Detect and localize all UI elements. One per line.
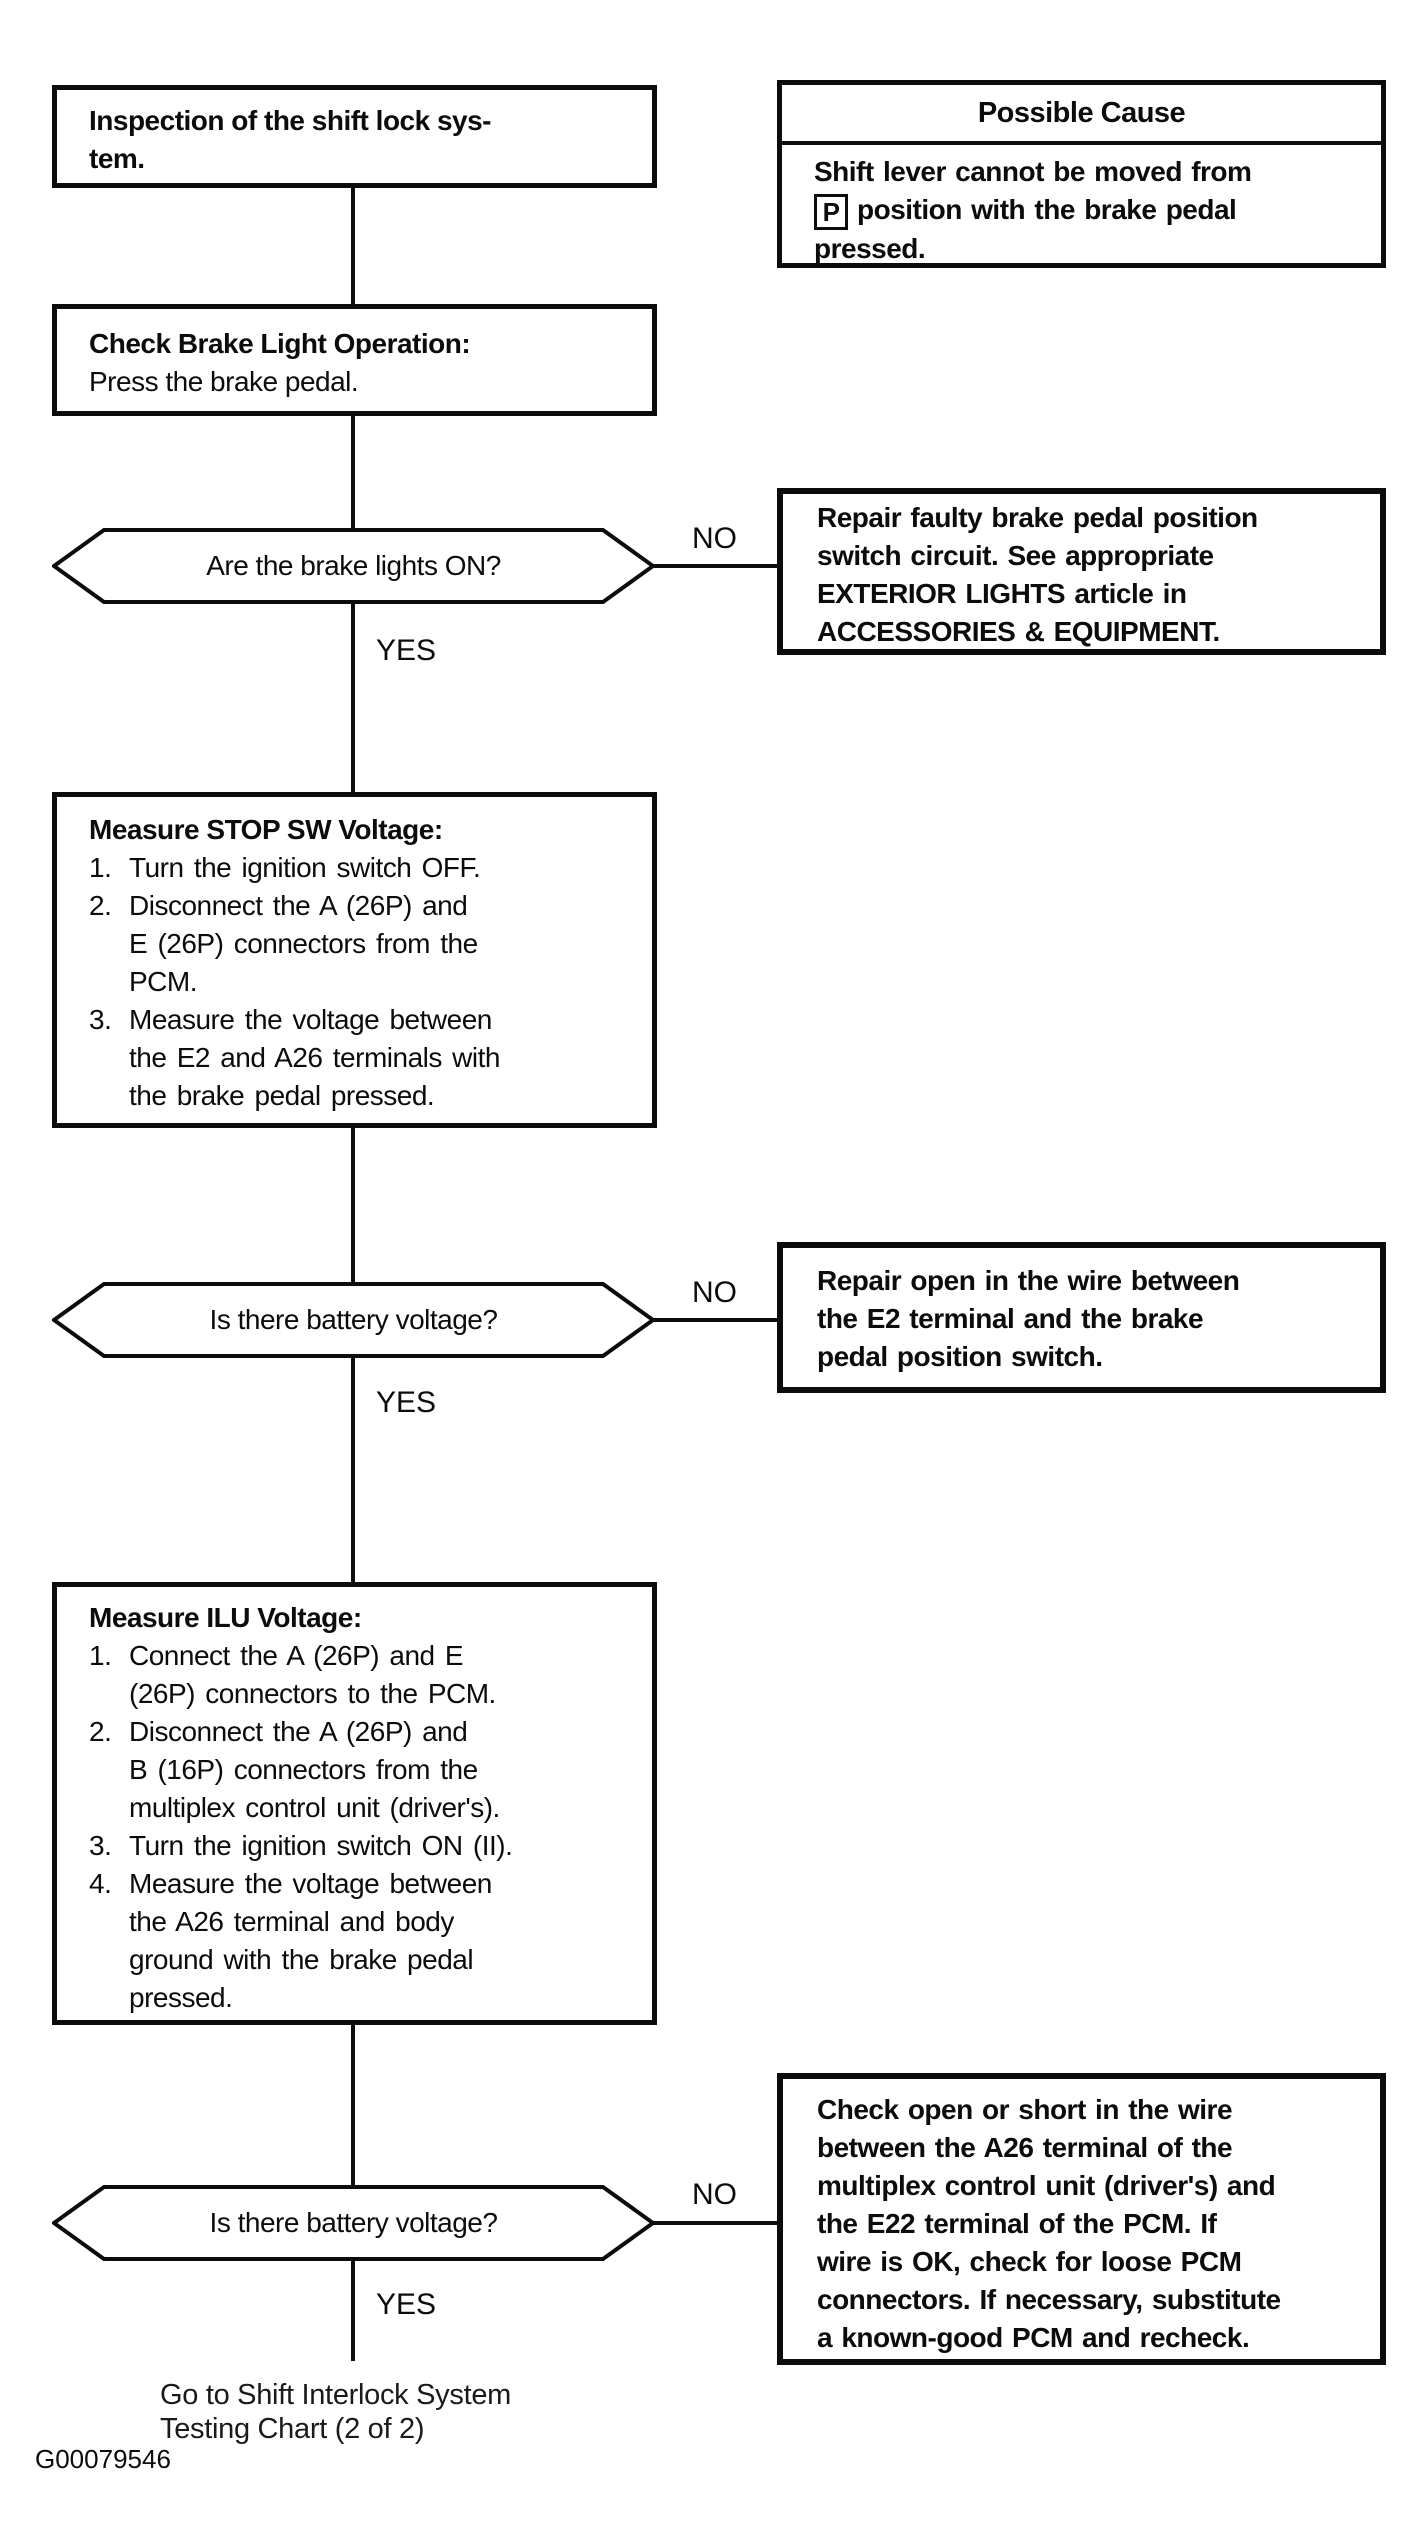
check-open-short-line5: wire is OK, check for loose PCM: [817, 2246, 1242, 2277]
possible-cause-line1: Shift lever cannot be moved from: [814, 156, 1252, 187]
check-open-short-line3: multiplex control unit (driver's) and: [817, 2170, 1276, 2201]
yes-label-1: YES: [376, 634, 437, 667]
connector-ilu-to-decision3: [351, 2025, 355, 2185]
possible-cause-line3: pressed.: [814, 233, 926, 264]
check-open-short-line6: connectors. If necessary, substitute: [817, 2284, 1281, 2315]
repair-brake-switch-box: Repair faulty brake pedal position switc…: [777, 488, 1386, 655]
possible-cause-line2-rest: position with the brake pedal: [857, 194, 1237, 225]
list-item: 2. Disconnect the A (26P) and B (16P) co…: [89, 1716, 500, 1823]
flow-node-start: Inspection of the shift lock sys- tem.: [52, 85, 657, 188]
park-position-symbol: P: [814, 194, 848, 230]
measure-stop-sw-title: Measure STOP SW Voltage:: [89, 814, 443, 845]
connector-start-to-check: [351, 188, 355, 304]
list-item: 3. Measure the voltage between the E2 an…: [89, 1004, 500, 1111]
connector-no3: [653, 2221, 777, 2225]
check-open-short-line1: Check open or short in the wire: [817, 2094, 1233, 2125]
yes-label-3: YES: [376, 2288, 437, 2321]
repair-open-wire-box: Repair open in the wire between the E2 t…: [777, 1242, 1386, 1393]
list-item: 1. Turn the ignition switch OFF.: [89, 852, 481, 883]
list-item: 4. Measure the voltage between the A26 t…: [89, 1868, 492, 2013]
repair-open-wire-line2: the E2 terminal and the brake: [817, 1303, 1204, 1334]
measure-ilu-title: Measure ILU Voltage:: [89, 1602, 362, 1633]
check-brake-body: Press the brake pedal.: [89, 366, 359, 397]
no-label-3: NO: [692, 2178, 737, 2211]
check-brake-title: Check Brake Light Operation:: [89, 328, 471, 359]
flow-node-check-brake: Check Brake Light Operation: Press the b…: [52, 304, 657, 416]
list-item: 2. Disconnect the A (26P) and E (26P) co…: [89, 890, 478, 997]
check-open-short-line2: between the A26 terminal of the: [817, 2132, 1233, 2163]
connector-stopsw-to-decision2: [351, 1128, 355, 1282]
yes-label-2: YES: [376, 1386, 437, 1419]
repair-open-wire-line1: Repair open in the wire between: [817, 1265, 1240, 1296]
list-item: 3. Turn the ignition switch ON (II).: [89, 1830, 513, 1861]
check-open-short-line7: a known-good PCM and recheck.: [817, 2322, 1250, 2353]
flow-node-measure-stop-sw: Measure STOP SW Voltage: 1. Turn the ign…: [52, 792, 657, 1128]
decision-battery-voltage-1: Is there battery voltage?: [52, 1282, 655, 1358]
no-label-1: NO: [692, 522, 737, 555]
decision-battery-voltage-1-question: Is there battery voltage?: [209, 1304, 498, 1335]
figure-id: G00079546: [35, 2444, 171, 2474]
repair-brake-switch-line4: ACCESSORIES & EQUIPMENT.: [817, 616, 1220, 647]
no-label-2: NO: [692, 1276, 737, 1309]
possible-cause-header: Possible Cause: [782, 85, 1381, 145]
connector-yes1: [351, 604, 355, 792]
connector-no2: [653, 1318, 777, 1322]
goto-chart-line1: Go to Shift Interlock System: [160, 2379, 512, 2411]
repair-brake-switch-line3: EXTERIOR LIGHTS article in: [817, 578, 1187, 609]
start-text-line2: tem.: [89, 143, 145, 174]
decision-battery-voltage-2-question: Is there battery voltage?: [209, 2207, 498, 2238]
repair-brake-switch-line2: switch circuit. See appropriate: [817, 540, 1214, 571]
decision-battery-voltage-2: Is there battery voltage?: [52, 2185, 655, 2261]
possible-cause-box: Possible Cause Shift lever cannot be mov…: [777, 80, 1386, 268]
connector-yes3: [351, 2261, 355, 2361]
decision-brake-lights: Are the brake lights ON?: [52, 528, 655, 604]
check-open-short-line4: the E22 terminal of the PCM. If: [817, 2208, 1217, 2239]
connector-check-to-decision1: [351, 416, 355, 528]
decision-brake-lights-question: Are the brake lights ON?: [206, 550, 501, 581]
list-item: 1. Connect the A (26P) and E (26P) conne…: [89, 1640, 496, 1709]
repair-brake-switch-line1: Repair faulty brake pedal position: [817, 502, 1258, 533]
connector-yes2: [351, 1358, 355, 1582]
goto-chart-line2: Testing Chart (2 of 2): [160, 2413, 425, 2445]
connector-no1: [653, 564, 777, 568]
check-open-short-box: Check open or short in the wire between …: [777, 2073, 1386, 2365]
flow-node-measure-ilu: Measure ILU Voltage: 1. Connect the A (2…: [52, 1582, 657, 2025]
goto-chart-text: Go to Shift Interlock System Testing Cha…: [160, 2378, 511, 2446]
repair-open-wire-line3: pedal position switch.: [817, 1341, 1103, 1372]
start-text-line1: Inspection of the shift lock sys-: [89, 105, 492, 136]
